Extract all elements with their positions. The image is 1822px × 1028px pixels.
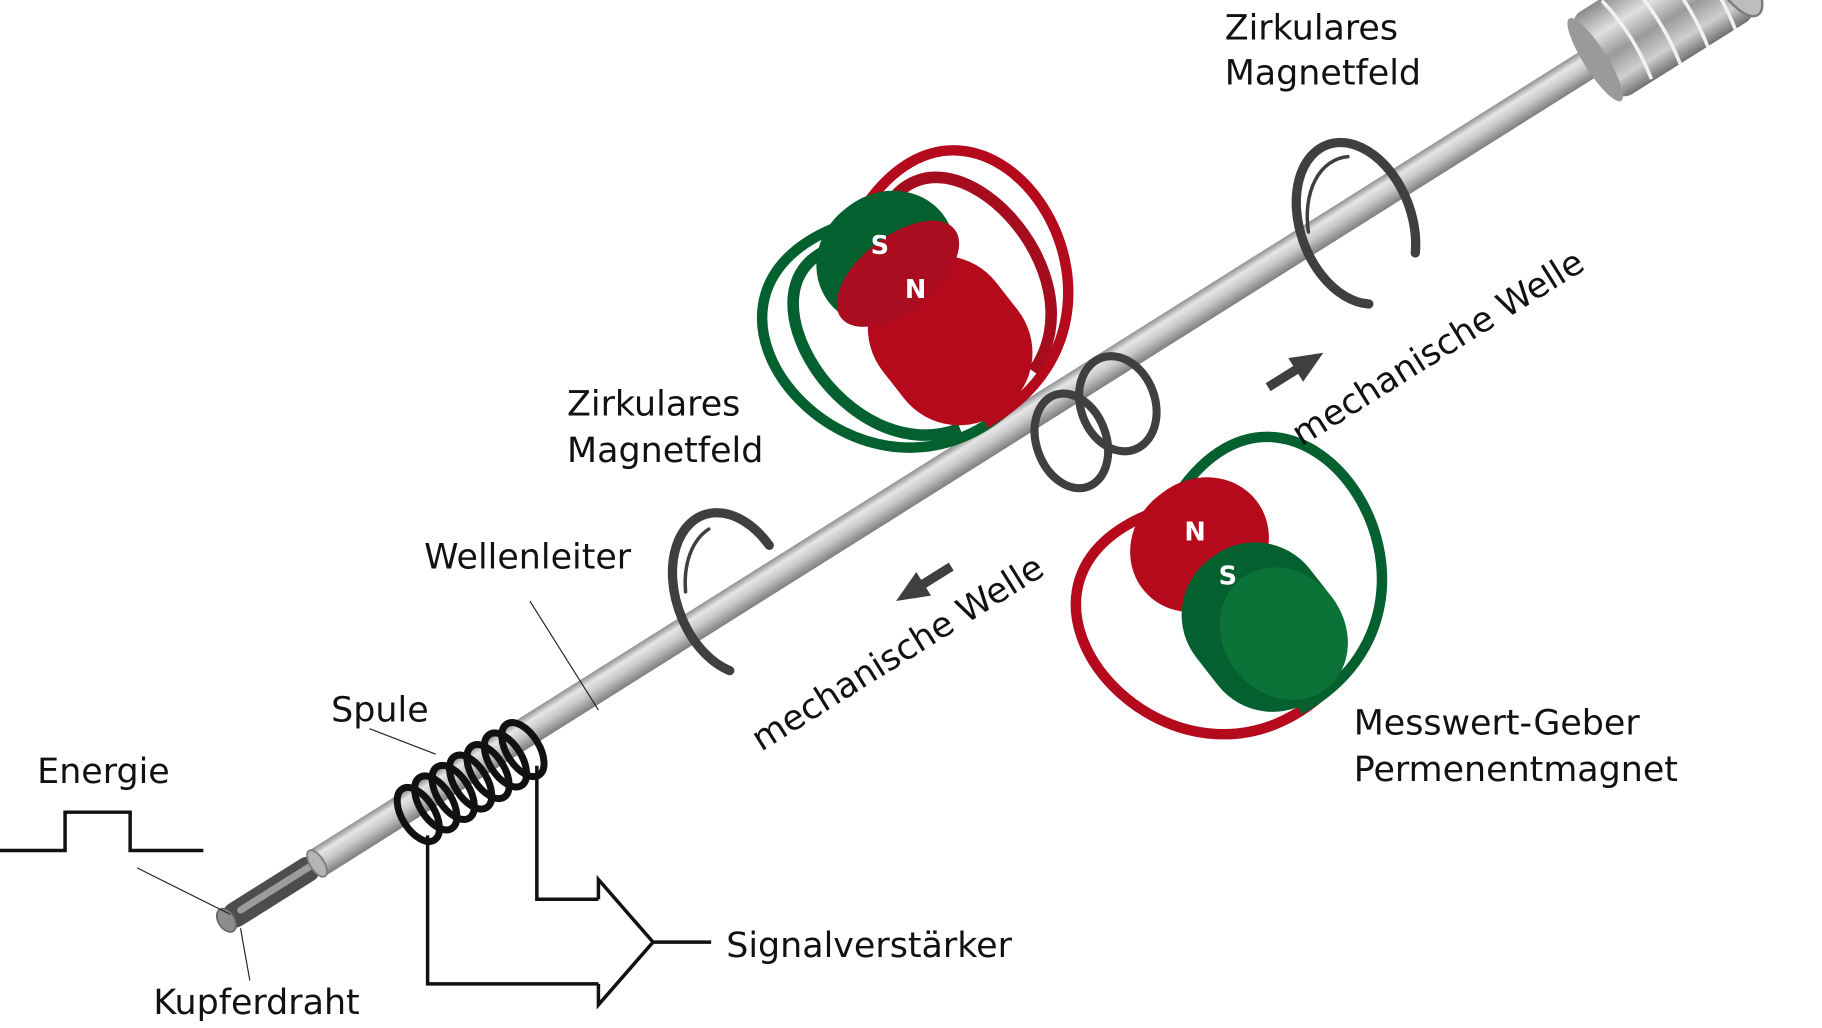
leader-lines xyxy=(136,600,599,981)
signal-amplifier-symbol xyxy=(425,765,712,1010)
energy-pulse-signal xyxy=(0,810,204,853)
label-magnet-line1: Messwert-Geber xyxy=(1354,703,1641,743)
label-signal-amplifier: Signalverstärker xyxy=(726,926,1012,966)
sensor-head-housing xyxy=(1567,0,1764,102)
label-coil: Spule xyxy=(331,691,428,731)
coil-lead-top xyxy=(535,765,599,901)
coil-lead-bottom xyxy=(425,835,599,986)
coil xyxy=(393,719,548,845)
circular-field-ring-left xyxy=(667,508,774,676)
amplifier-arrow xyxy=(596,874,656,1010)
label-waveguide: Wellenleiter xyxy=(424,538,632,578)
magnet-lower-pole-s: S xyxy=(1219,561,1237,591)
magnet-upper-pole-s: S xyxy=(871,231,889,261)
magnet-upper: S N xyxy=(756,145,1074,453)
waveguide-rod xyxy=(215,0,1764,933)
wave-arrow-right xyxy=(1265,352,1324,392)
label-wave-right: mechanische Welle xyxy=(1285,242,1591,454)
magnet-lower: N S xyxy=(1070,431,1388,740)
circular-field-rings-center xyxy=(1030,352,1161,493)
waveguide-tube xyxy=(307,35,1622,877)
magnet-upper-pole-n: N xyxy=(905,275,926,305)
magnet-lower-pole-n: N xyxy=(1184,517,1205,547)
label-field-top-line2: Magnetfeld xyxy=(1225,54,1421,94)
label-magnet-line2: Permenentmagnet xyxy=(1354,750,1678,790)
circular-field-ring-right xyxy=(1291,137,1421,309)
wave-arrow-left xyxy=(896,562,954,602)
label-energy: Energie xyxy=(37,752,170,792)
label-field-left-line2: Magnetfeld xyxy=(567,431,763,471)
label-field-left-line1: Zirkulares xyxy=(567,384,740,424)
label-field-top-line1: Zirkulares xyxy=(1225,8,1398,48)
label-copper-wire: Kupferdraht xyxy=(153,983,359,1023)
